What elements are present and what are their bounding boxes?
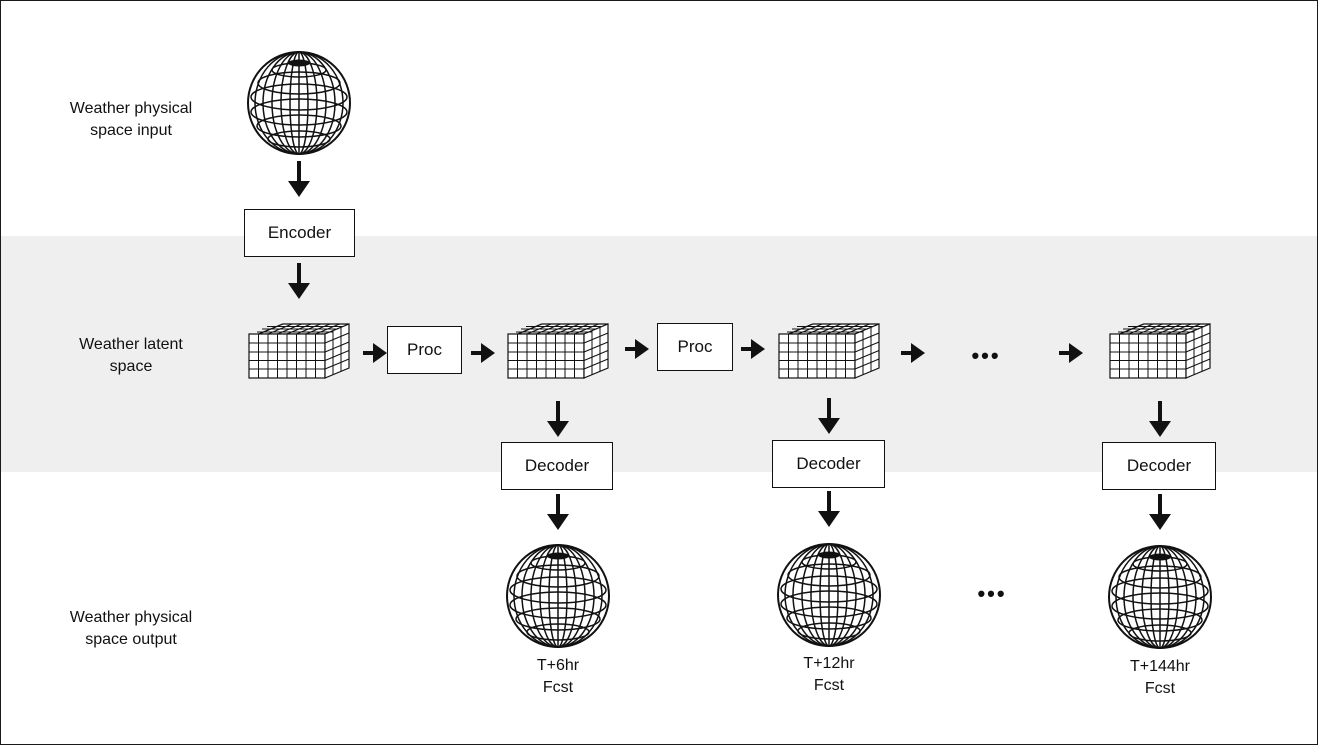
arrow-encoder-to-latent-icon — [286, 261, 312, 301]
forecast-label-t12: T+12hr Fcst — [803, 655, 855, 694]
latent-grid-icon-3 — [1109, 323, 1211, 379]
arrow-input-to-encoder-icon — [286, 159, 312, 199]
output-row-label: Weather physical space output — [69, 609, 193, 648]
proc-box-1: Proc — [387, 326, 462, 374]
input-globe-icon — [247, 51, 351, 155]
output-globe-icon-t6 — [506, 544, 610, 648]
latent-grid-icon-0 — [248, 323, 350, 379]
arrow-latent-to-decoder-1-icon — [545, 399, 571, 439]
decoder-box-2: Decoder — [772, 440, 885, 488]
output-globe-icon-t12 — [777, 543, 881, 647]
latent-row-label: Weather latent space — [79, 336, 183, 375]
encoder-box: Encoder — [244, 209, 355, 257]
arrow-ellipsis-to-latent-icon — [1057, 341, 1085, 365]
arrow-latent-to-proc-2-icon — [623, 337, 651, 361]
arrow-decoder-1-to-output-icon — [545, 492, 571, 532]
decoder-box-1: Decoder — [501, 442, 613, 490]
arrow-proc-1-to-latent-icon — [469, 341, 497, 365]
arrow-decoder-3-to-output-icon — [1147, 492, 1173, 532]
decoder-box-3: Decoder — [1102, 442, 1216, 490]
forecast-label-t6: T+6hr Fcst — [536, 657, 580, 696]
arrow-latent-to-proc-1-icon — [361, 341, 389, 365]
latent-grid-icon-1 — [507, 323, 609, 379]
arrow-proc-2-to-latent-icon — [739, 337, 767, 361]
arrow-latent-to-decoder-3-icon — [1147, 399, 1173, 439]
input-row-label: Weather physical space input — [69, 100, 193, 139]
arrow-decoder-2-to-output-icon — [816, 489, 842, 529]
output-globe-icon-t144 — [1108, 545, 1212, 649]
latent-ellipsis: ••• — [971, 343, 1000, 368]
arrow-latent-to-ellipsis-icon — [899, 341, 927, 365]
forecast-label-t144: T+144hr Fcst — [1129, 658, 1191, 697]
proc-box-2: Proc — [657, 323, 733, 371]
latent-grid-icon-2 — [778, 323, 880, 379]
output-ellipsis: ••• — [977, 581, 1006, 606]
arrow-latent-to-decoder-2-icon — [816, 396, 842, 436]
